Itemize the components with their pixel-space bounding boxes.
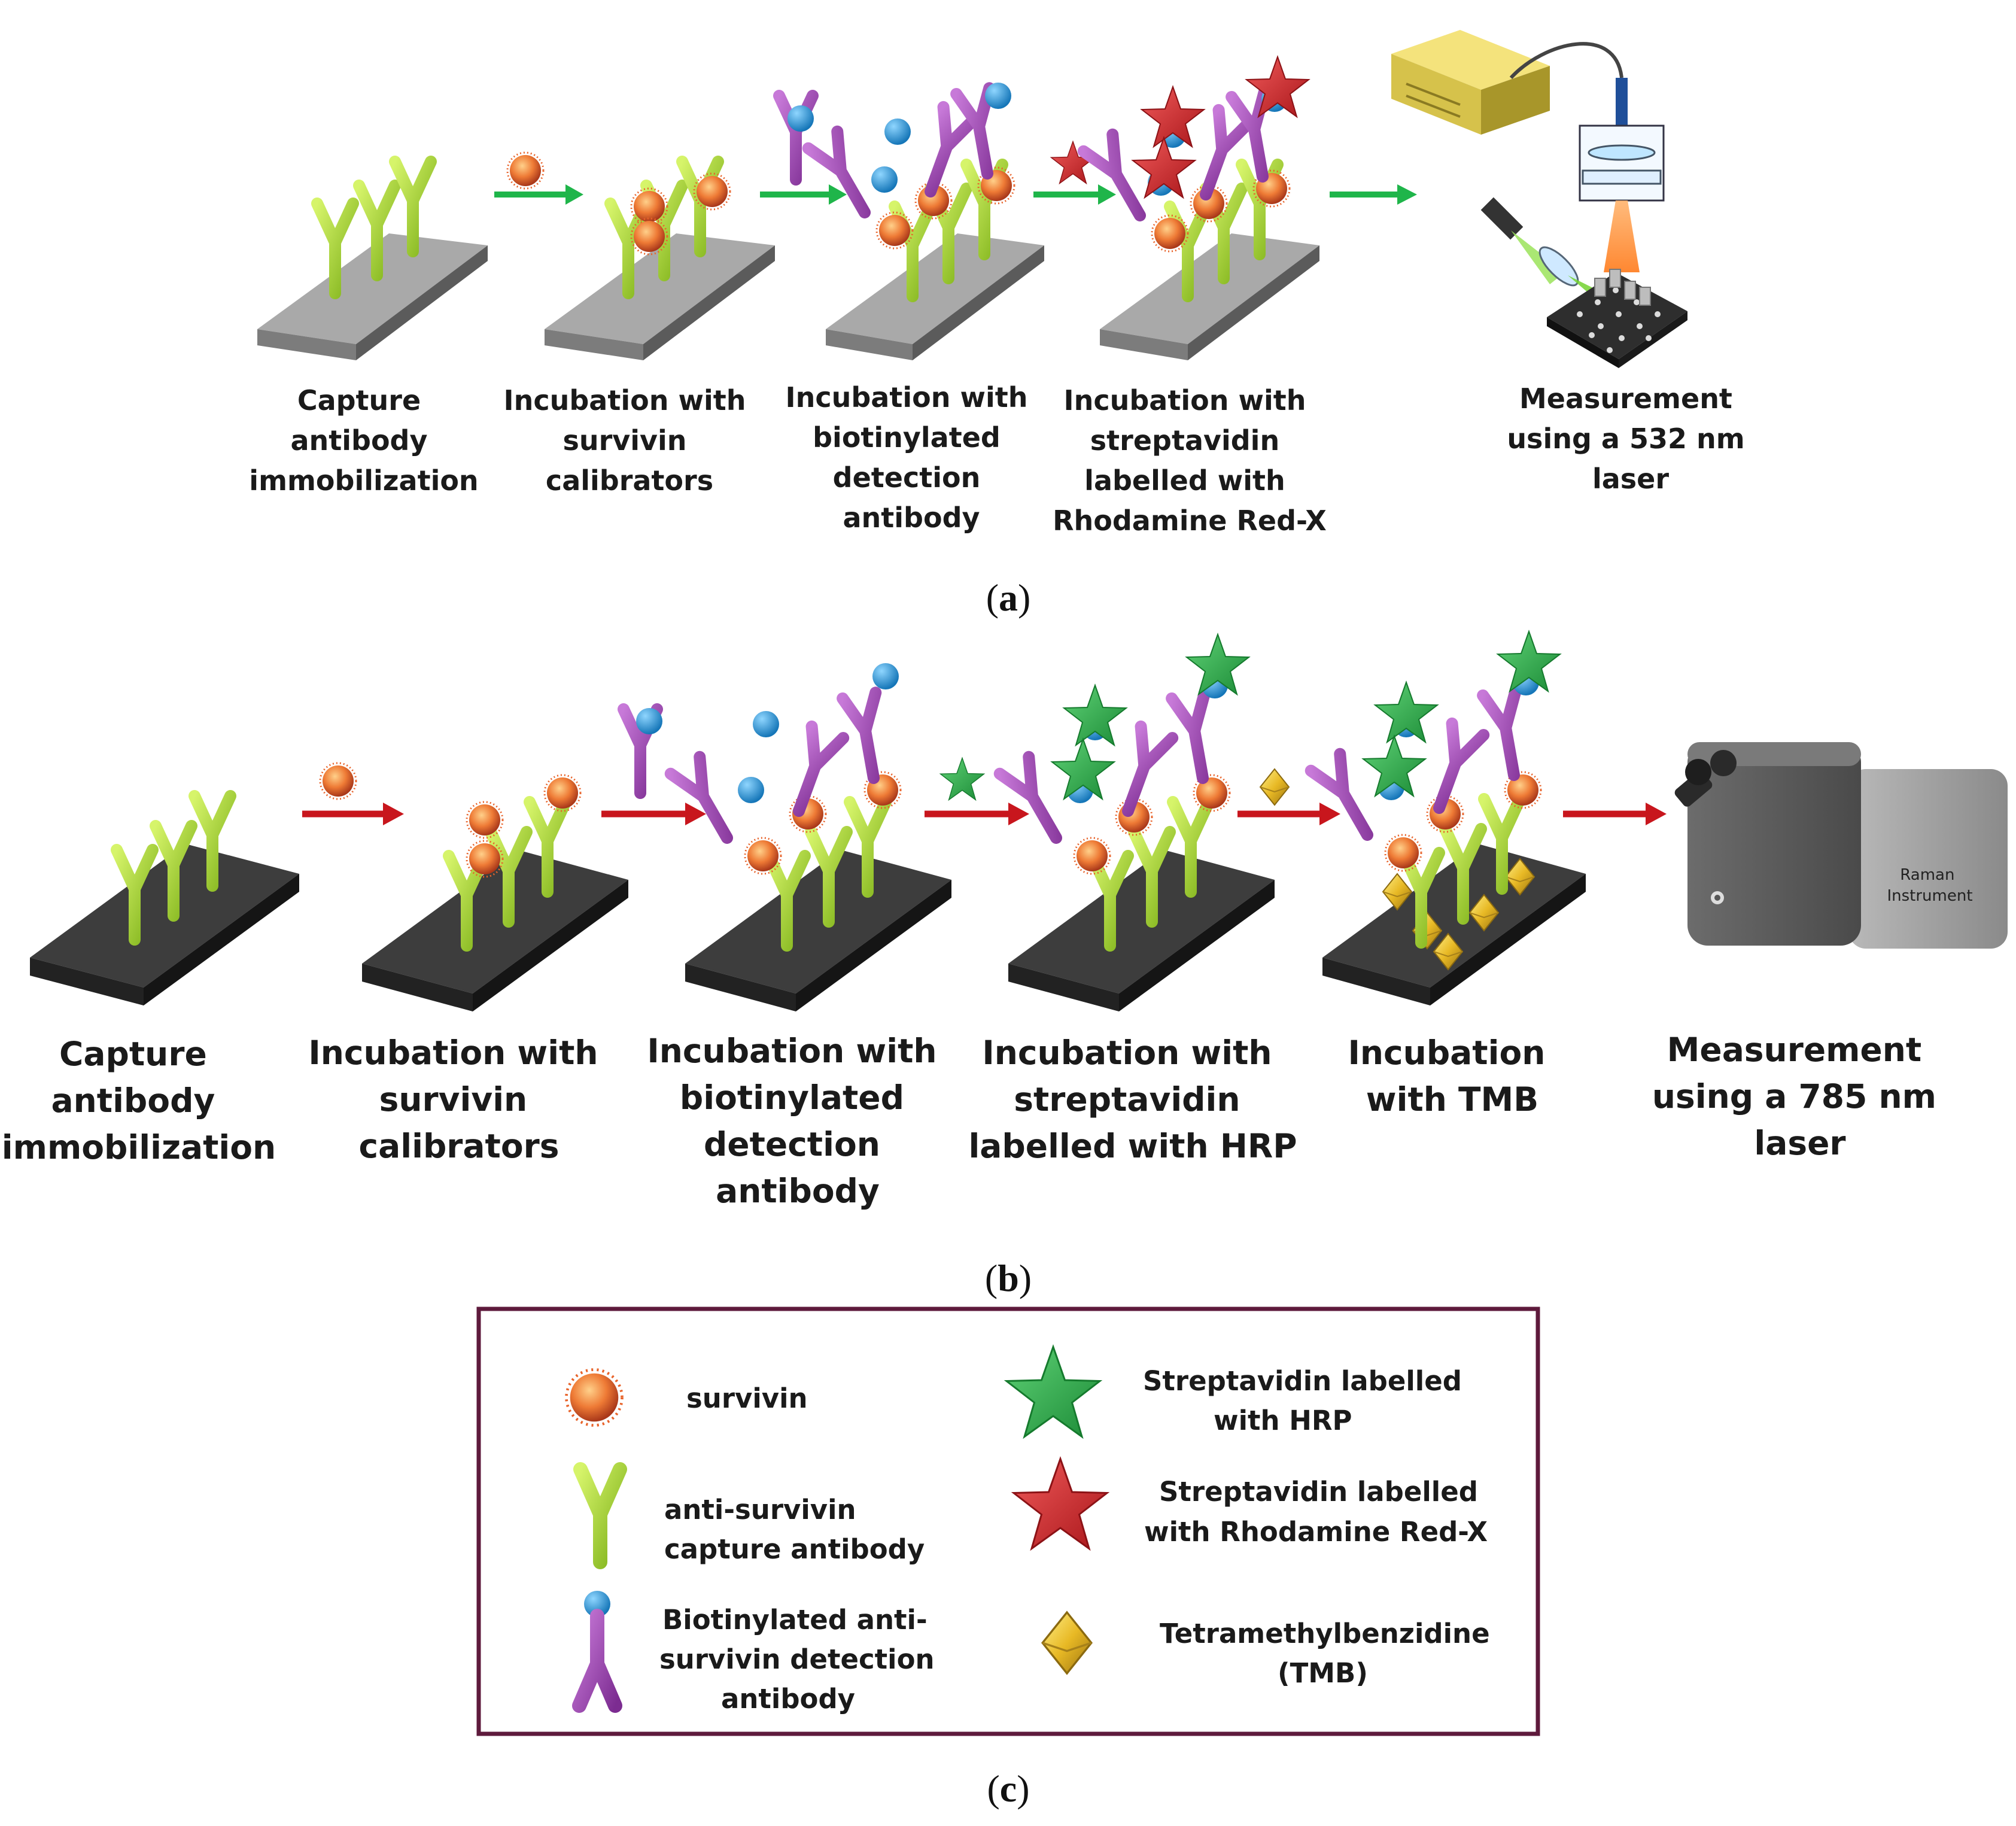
detection-antibody bbox=[1424, 724, 1484, 814]
step-label-a1: Capture antibody immobilization bbox=[249, 384, 478, 497]
arrow-b1 bbox=[302, 803, 404, 825]
chip-b3 bbox=[671, 663, 951, 1011]
legend-survivin: survivin bbox=[686, 1383, 808, 1414]
biotin bbox=[871, 166, 898, 193]
biotin bbox=[872, 663, 899, 689]
chip-a4 bbox=[1084, 56, 1319, 360]
detection-antibody bbox=[1172, 692, 1219, 781]
detection-antibody bbox=[1311, 754, 1382, 843]
chip-b4 bbox=[1000, 634, 1275, 1011]
survivin-molecule bbox=[319, 762, 357, 800]
survivin-molecule bbox=[543, 774, 582, 812]
detection-antibody bbox=[1000, 757, 1071, 846]
arrow-a3 bbox=[1033, 184, 1116, 205]
biotin bbox=[884, 119, 911, 145]
legend-red-star: Streptavidin labelled with Rhodamine Red… bbox=[1144, 1476, 1488, 1548]
legend-green-star: Streptavidin labelled with HRP bbox=[1143, 1365, 1471, 1436]
panel-a: Capture antibody immobilization Incubati… bbox=[249, 30, 1754, 619]
instrument-label: Raman Instrument bbox=[1887, 866, 1972, 905]
caption-b: (b) bbox=[985, 1257, 1032, 1299]
legend-box bbox=[476, 1307, 1540, 1736]
biotin bbox=[636, 708, 662, 734]
raman-setup-532 bbox=[1391, 30, 1687, 368]
arrow-a2 bbox=[760, 184, 847, 205]
green-star bbox=[939, 757, 985, 801]
survivin-molecule bbox=[1073, 837, 1111, 875]
legend-detection-antibody: Biotinylated anti- survivin detection an… bbox=[659, 1604, 944, 1715]
detection-antibody bbox=[671, 757, 741, 846]
legend-tmb: Tetramethylbenzidine (TMB) bbox=[1160, 1618, 1499, 1689]
detection-antibody bbox=[808, 132, 879, 221]
arrow-b3 bbox=[925, 803, 1029, 825]
tmb-diamond bbox=[1260, 768, 1290, 806]
step-label-b4: Incubation with streptavidin labelled wi… bbox=[968, 1034, 1297, 1165]
detection-antibody bbox=[1112, 727, 1173, 817]
panel-b: Raman Instrument Capture antibody immobi… bbox=[2, 631, 2008, 1299]
caption-a: (a) bbox=[986, 576, 1031, 619]
survivin-molecule bbox=[506, 151, 545, 190]
step-label-b3: Incubation with biotinylated detection a… bbox=[647, 1032, 948, 1210]
detection-antibody bbox=[843, 692, 890, 781]
chip-a1 bbox=[257, 162, 488, 360]
step-label-b6: Measurement using a 785 nm laser bbox=[1652, 1031, 1948, 1162]
arrow-b4 bbox=[1237, 803, 1340, 825]
step-label-b2: Incubation with survivin calibrators bbox=[308, 1034, 609, 1165]
arrow-b5 bbox=[1563, 803, 1667, 825]
detection-antibody bbox=[1084, 135, 1154, 224]
detection-antibody bbox=[1483, 689, 1530, 778]
step-label-a4: Incubation with streptavidin labelled wi… bbox=[1053, 384, 1327, 537]
step-label-a2: Incubation with survivin calibrators bbox=[504, 384, 756, 497]
chip-b1 bbox=[30, 796, 299, 1005]
detection-antibody-icon bbox=[572, 1591, 622, 1713]
biotin bbox=[738, 777, 764, 803]
biotin bbox=[787, 105, 814, 132]
capture-antibody-icon bbox=[573, 1462, 627, 1569]
legend-capture-antibody: anti-survivin capture antibody bbox=[664, 1494, 925, 1565]
raman-instrument-785: Raman Instrument bbox=[1674, 742, 2008, 949]
survivin-molecule bbox=[1384, 834, 1422, 872]
arrow-a4 bbox=[1330, 184, 1417, 205]
chip-b5 bbox=[1311, 631, 1586, 1005]
biotin bbox=[985, 83, 1011, 109]
biotin bbox=[753, 711, 779, 737]
step-label-b1: Capture antibody immobilization bbox=[2, 1035, 276, 1166]
panel-c-legend: survivin anti-survivin capture antibody … bbox=[476, 1307, 1540, 1810]
step-label-a5: Measurement using a 532 nm laser bbox=[1507, 382, 1754, 495]
step-label-b5: Incubation with TMB bbox=[1348, 1034, 1556, 1119]
arrow-a1 bbox=[494, 184, 583, 205]
chip-a3 bbox=[808, 83, 1044, 360]
step-label-a3: Incubation with biotinylated detection a… bbox=[786, 381, 1038, 534]
caption-c: (c) bbox=[987, 1767, 1029, 1810]
arrow-b2 bbox=[601, 803, 706, 825]
chip-b2 bbox=[362, 774, 628, 1011]
chip-a2 bbox=[545, 162, 775, 360]
